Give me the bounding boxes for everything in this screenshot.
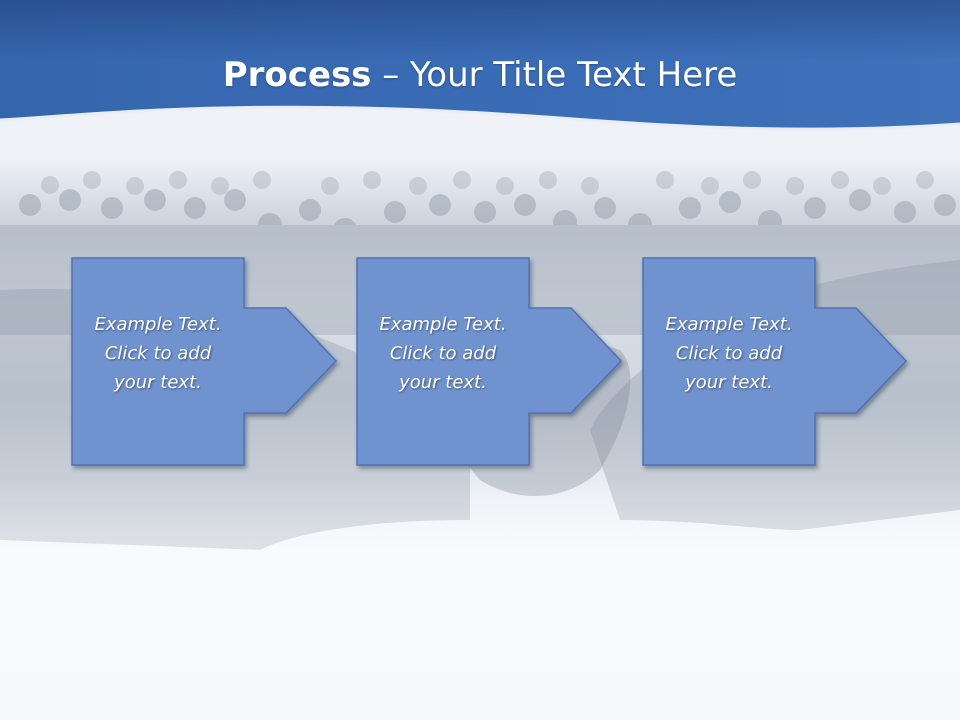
title-rest: – Your Title Text Here <box>371 55 738 95</box>
process-step-1-shape[interactable] <box>71 257 338 466</box>
process-step-1-text[interactable]: Example Text. Click to add your text. <box>72 310 244 397</box>
process-step-2-text[interactable]: Example Text. Click to add your text. <box>357 310 529 397</box>
process-step-3-text[interactable]: Example Text. Click to add your text. <box>643 310 815 397</box>
step-3-line-3: your text. <box>685 372 773 393</box>
header-banner <box>0 0 960 131</box>
step-3-line-2: Click to add <box>675 343 783 364</box>
title-bold: Process <box>222 55 372 95</box>
step-2-line-1: Example Text. <box>379 314 507 335</box>
slide-title[interactable]: Process – Your Title Text Here <box>0 52 960 98</box>
step-1-line-2: Click to add <box>104 343 212 364</box>
step-2-line-3: your text. <box>399 372 487 393</box>
step-1-line-1: Example Text. <box>94 314 222 335</box>
step-1-line-3: your text. <box>114 372 202 393</box>
step-3-line-1: Example Text. <box>665 314 793 335</box>
process-step-2-shape[interactable] <box>356 257 623 466</box>
process-step-3-shape[interactable] <box>642 257 908 466</box>
step-2-line-2: Click to add <box>389 343 497 364</box>
